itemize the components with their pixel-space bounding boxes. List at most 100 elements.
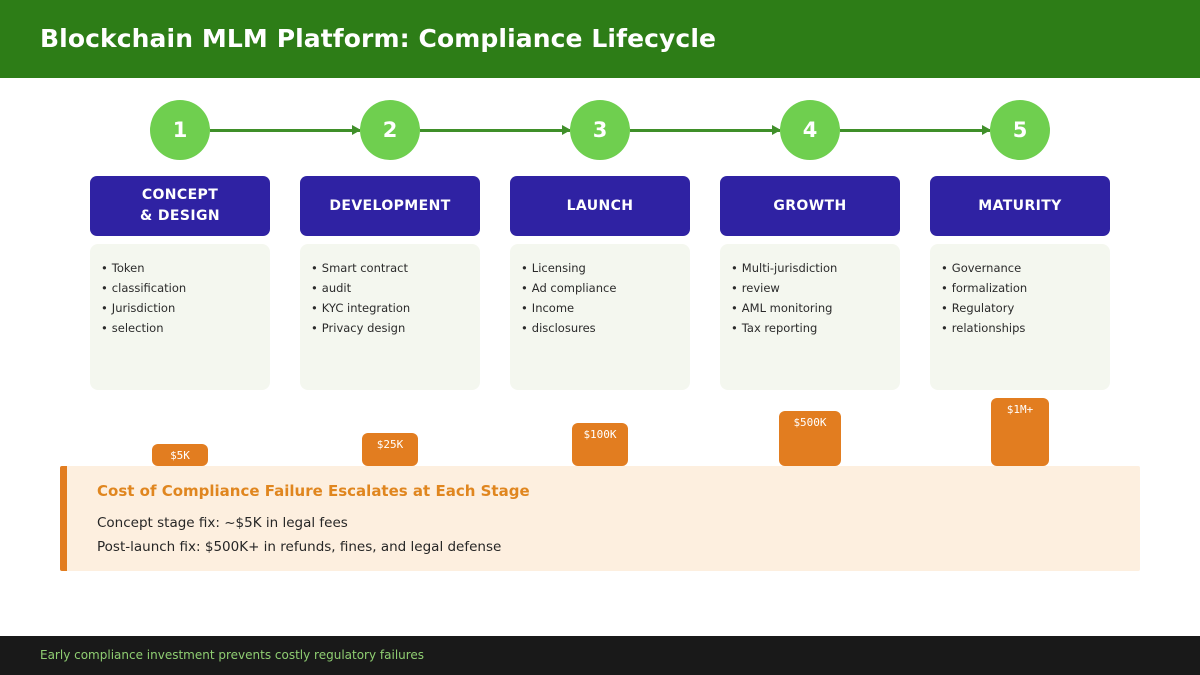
bullet-dot-icon: • xyxy=(731,261,738,275)
bullet-dot-icon: • xyxy=(101,321,108,335)
list-item: •AML monitoring xyxy=(731,298,889,318)
stage-number-circle: 1 xyxy=(150,100,210,160)
connector-arrow-2-3 xyxy=(420,125,571,135)
stage-card-2[interactable]: DEVELOPMENT •Smart contract •audit •KYC … xyxy=(300,176,480,390)
bullet-text: Token xyxy=(111,261,145,275)
connector-arrow-1-2 xyxy=(210,125,361,135)
bullet-dot-icon: • xyxy=(941,281,948,295)
bullet-dot-icon: • xyxy=(941,321,948,335)
list-item: •review xyxy=(731,278,889,298)
bullet-text: Governance xyxy=(951,261,1022,275)
bullet-dot-icon: • xyxy=(311,301,318,315)
bullet-dot-icon: • xyxy=(941,301,948,315)
bullet-text: AML monitoring xyxy=(741,301,833,315)
connector-arrow-3-4 xyxy=(630,125,781,135)
bullet-dot-icon: • xyxy=(101,281,108,295)
list-item: •Jurisdiction xyxy=(101,298,259,318)
bullet-dot-icon: • xyxy=(731,281,738,295)
bullet-text: relationships xyxy=(951,321,1026,335)
list-item: •Smart contract xyxy=(311,258,469,278)
list-item: •Income xyxy=(521,298,679,318)
bullet-dot-icon: • xyxy=(521,321,528,335)
bullet-text: Smart contract xyxy=(321,261,409,275)
list-item: •selection xyxy=(101,318,259,338)
bullet-dot-icon: • xyxy=(311,321,318,335)
stage-card-5[interactable]: MATURITY •Governance •formalization •Reg… xyxy=(930,176,1110,390)
list-item: •formalization xyxy=(941,278,1099,298)
bullet-text: Ad compliance xyxy=(531,281,617,295)
bullet-text: review xyxy=(741,281,780,295)
bullet-dot-icon: • xyxy=(731,301,738,315)
cost-column-2: $25K xyxy=(300,395,480,466)
cost-bar-2: $25K xyxy=(362,433,418,466)
bullet-text: selection xyxy=(111,321,164,335)
cost-column-4: $500K xyxy=(720,395,900,466)
list-item: •Tax reporting xyxy=(731,318,889,338)
callout-line-1: Concept stage fix: ~$5K in legal fees xyxy=(97,515,348,531)
stage-card-4[interactable]: GROWTH •Multi-jurisdiction •review •AML … xyxy=(720,176,900,390)
stage-title-line-2: & DESIGN xyxy=(140,208,220,224)
stage-node-3[interactable]: 3 xyxy=(510,100,690,160)
arrow-head-icon xyxy=(982,125,991,135)
page-title: Blockchain MLM Platform: Compliance Life… xyxy=(40,24,717,53)
stage-bullets-3: •Licensing •Ad compliance •Income •discl… xyxy=(510,244,690,390)
cost-bar-3: $100K xyxy=(572,423,628,466)
arrow-head-icon xyxy=(562,125,571,135)
callout-title: Cost of Compliance Failure Escalates at … xyxy=(97,482,530,500)
list-item: •audit xyxy=(311,278,469,298)
bullet-dot-icon: • xyxy=(101,261,108,275)
list-item: •Token xyxy=(101,258,259,278)
callout-box: Cost of Compliance Failure Escalates at … xyxy=(60,466,1140,571)
stage-columns: CONCEPT & DESIGN •Token •classification … xyxy=(90,176,1110,390)
stage-card-1[interactable]: CONCEPT & DESIGN •Token •classification … xyxy=(90,176,270,390)
bullet-text: Tax reporting xyxy=(741,321,818,335)
stage-title-5: MATURITY xyxy=(930,176,1110,236)
stage-node-2[interactable]: 2 xyxy=(300,100,480,160)
list-item: •Governance xyxy=(941,258,1099,278)
bullet-text: disclosures xyxy=(531,321,596,335)
stage-bullets-2: •Smart contract •audit •KYC integration … xyxy=(300,244,480,390)
bullet-text: Multi-jurisdiction xyxy=(741,261,838,275)
bullet-text: formalization xyxy=(951,281,1028,295)
bullet-text: Privacy design xyxy=(321,321,406,335)
connector-line xyxy=(420,128,570,132)
connector-line xyxy=(210,128,360,132)
list-item: •Multi-jurisdiction xyxy=(731,258,889,278)
stage-card-3[interactable]: LAUNCH •Licensing •Ad compliance •Income… xyxy=(510,176,690,390)
bullet-dot-icon: • xyxy=(521,301,528,315)
connector-line xyxy=(840,128,990,132)
stage-bullets-4: •Multi-jurisdiction •review •AML monitor… xyxy=(720,244,900,390)
bullet-text: Regulatory xyxy=(951,301,1015,315)
cost-bar-1: $5K xyxy=(152,444,208,466)
cost-column-3: $100K xyxy=(510,395,690,466)
bullet-text: classification xyxy=(111,281,187,295)
stage-number-track: 1 2 3 4 5 xyxy=(90,100,1110,160)
bullet-text: Jurisdiction xyxy=(111,301,176,315)
header-bar: Blockchain MLM Platform: Compliance Life… xyxy=(0,0,1200,78)
footer-text: Early compliance investment prevents cos… xyxy=(40,648,425,662)
stage-node-4[interactable]: 4 xyxy=(720,100,900,160)
stage-number-circle: 3 xyxy=(570,100,630,160)
stage-title-line-1: GROWTH xyxy=(773,197,847,214)
stage-node-1[interactable]: 1 xyxy=(90,100,270,160)
connector-line xyxy=(630,128,780,132)
arrow-head-icon xyxy=(352,125,361,135)
list-item: •classification xyxy=(101,278,259,298)
cost-column-1: $5K xyxy=(90,395,270,466)
stage-title-line-1: MATURITY xyxy=(978,197,1062,214)
list-item: •Ad compliance xyxy=(521,278,679,298)
stage-number-circle: 4 xyxy=(780,100,840,160)
cost-bar-5: $1M+ xyxy=(991,398,1049,466)
bullet-dot-icon: • xyxy=(521,281,528,295)
stage-title-line-1: LAUNCH xyxy=(566,197,634,214)
bullet-dot-icon: • xyxy=(731,321,738,335)
connector-arrow-4-5 xyxy=(840,125,991,135)
stage-bullets-5: •Governance •formalization •Regulatory •… xyxy=(930,244,1110,390)
stage-node-5[interactable]: 5 xyxy=(930,100,1110,160)
stage-title-line-1: CONCEPT xyxy=(141,187,219,203)
cost-column-5: $1M+ xyxy=(930,395,1110,466)
bullet-dot-icon: • xyxy=(941,261,948,275)
list-item: •Licensing xyxy=(521,258,679,278)
list-item: •Privacy design xyxy=(311,318,469,338)
cost-bar-4: $500K xyxy=(779,411,841,466)
